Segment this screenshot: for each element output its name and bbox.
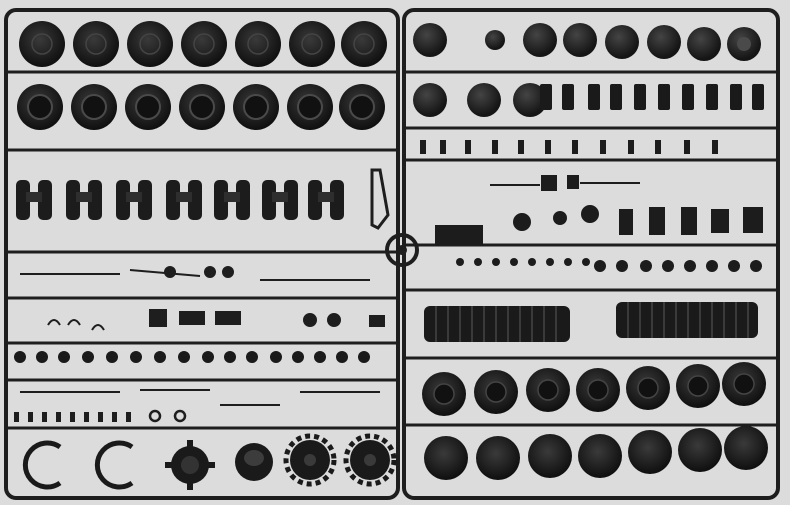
road-wheel <box>233 84 279 130</box>
road-wheel <box>287 84 333 130</box>
small-rings <box>148 409 187 423</box>
wheel <box>528 434 572 478</box>
mid-discs <box>413 83 547 117</box>
wheel <box>678 428 722 472</box>
road-wheels-row1 <box>19 21 387 67</box>
road-wheel <box>19 21 65 67</box>
bogie-unit <box>116 180 152 220</box>
road-wheel <box>125 84 171 130</box>
wheel <box>476 436 520 480</box>
pin-row <box>456 258 762 272</box>
wheel <box>422 372 466 416</box>
pins-row <box>20 389 380 406</box>
wheel <box>526 368 570 412</box>
road-wheels-row2 <box>17 84 385 130</box>
track-band <box>424 306 570 342</box>
wheel <box>628 430 672 474</box>
drive-sprocket <box>283 433 337 487</box>
road-wheel <box>235 21 281 67</box>
knob-row <box>14 351 370 363</box>
misc-parts <box>435 175 763 245</box>
peg-row <box>420 140 718 154</box>
sprocket-hub <box>235 443 273 481</box>
road-wheel <box>73 21 119 67</box>
road-wheel <box>181 21 227 67</box>
road-wheel <box>71 84 117 130</box>
road-wheel <box>339 84 385 130</box>
sprocket-hub <box>165 440 215 490</box>
drive-sprocket <box>343 433 397 487</box>
wheel <box>722 362 766 406</box>
wheel <box>626 366 670 410</box>
wheel <box>576 368 620 412</box>
wheel <box>474 370 518 414</box>
bogie-unit <box>262 180 298 220</box>
sprue-runners <box>6 70 778 430</box>
tiny-pegs <box>14 412 131 422</box>
wheel <box>424 436 468 480</box>
track-band <box>616 302 758 338</box>
road-wheel <box>289 21 335 67</box>
idler-ring <box>94 440 134 490</box>
road-wheel <box>341 21 387 67</box>
road-wheel <box>179 84 225 130</box>
wheel <box>724 426 768 470</box>
road-wheel <box>17 84 63 130</box>
shock-absorbers <box>540 84 764 110</box>
road-wheel <box>127 21 173 67</box>
central-hub <box>385 233 419 267</box>
small-parts-row <box>20 266 385 331</box>
wheel <box>676 364 720 408</box>
bogie-units <box>16 180 344 220</box>
bogie-unit <box>214 180 250 220</box>
bogie-unit <box>308 180 344 220</box>
handle-rod <box>370 168 390 230</box>
top-discs <box>413 23 761 61</box>
idler-ring <box>22 440 62 490</box>
bottom-wheels-row2 <box>424 426 768 480</box>
bogie-unit <box>166 180 202 220</box>
bogie-unit <box>66 180 102 220</box>
wheel <box>578 434 622 478</box>
bottom-wheels-row1 <box>422 362 766 416</box>
idler-rings <box>22 440 134 490</box>
bogie-unit <box>16 180 52 220</box>
